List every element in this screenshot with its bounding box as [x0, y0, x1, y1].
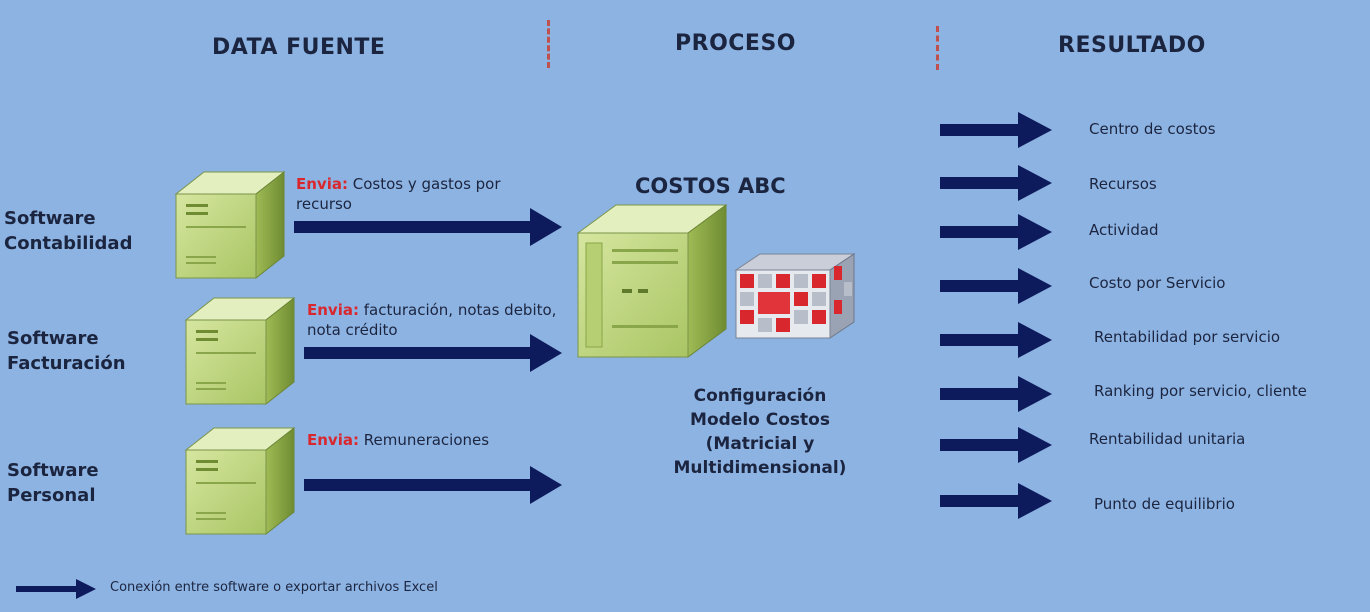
- legend-text: Conexión entre software o exportar archi…: [110, 580, 438, 595]
- header-data-fuente: DATA FUENTE: [212, 35, 386, 60]
- result-label: Rentabilidad unitaria: [1089, 430, 1246, 448]
- result-arrow: [940, 112, 1052, 148]
- send-text-personal: Envia: Remuneraciones: [307, 431, 490, 449]
- result-arrow: [940, 214, 1052, 250]
- result-label: Costo por Servicio: [1089, 274, 1226, 292]
- result-label: Actividad: [1089, 221, 1159, 239]
- result-arrow: [940, 165, 1052, 201]
- column-separator: [936, 26, 939, 70]
- server-icon: [174, 170, 286, 280]
- cube-matrix-icon: [734, 253, 856, 339]
- legend-arrow: [16, 579, 96, 599]
- result-arrow: [940, 322, 1052, 358]
- server-icon: [184, 426, 296, 536]
- send-text-contabilidad: Envia: Costos y gastos por recurso: [296, 175, 501, 213]
- result-label: Recursos: [1089, 175, 1157, 193]
- result-arrow: [940, 376, 1052, 412]
- central-server-icon: [576, 204, 728, 358]
- send-text-facturacion: Envia: facturación, notas debito, nota c…: [307, 301, 557, 339]
- connection-arrow: [304, 334, 562, 372]
- process-title: COSTOS ABC: [635, 174, 786, 198]
- connection-arrow: [294, 208, 562, 246]
- result-label: Punto de equilibrio: [1094, 495, 1235, 513]
- result-label: Centro de costos: [1089, 120, 1216, 138]
- result-arrow: [940, 268, 1052, 304]
- server-icon: [184, 296, 296, 406]
- result-label: Ranking por servicio, cliente: [1094, 382, 1307, 400]
- result-arrow: [940, 483, 1052, 519]
- header-resultado: RESULTADO: [1058, 33, 1206, 58]
- source-label-personal: Software Personal: [7, 460, 99, 506]
- result-arrow: [940, 427, 1052, 463]
- source-label-contabilidad: Software Contabilidad: [4, 208, 133, 254]
- result-label: Rentabilidad por servicio: [1094, 328, 1281, 346]
- source-label-facturacion: Software Facturación: [7, 328, 126, 374]
- column-separator: [547, 20, 550, 68]
- header-proceso: PROCESO: [675, 31, 796, 56]
- connection-arrow: [304, 466, 562, 504]
- process-config-text: Configuración Modelo Costos (Matricial y…: [673, 386, 847, 478]
